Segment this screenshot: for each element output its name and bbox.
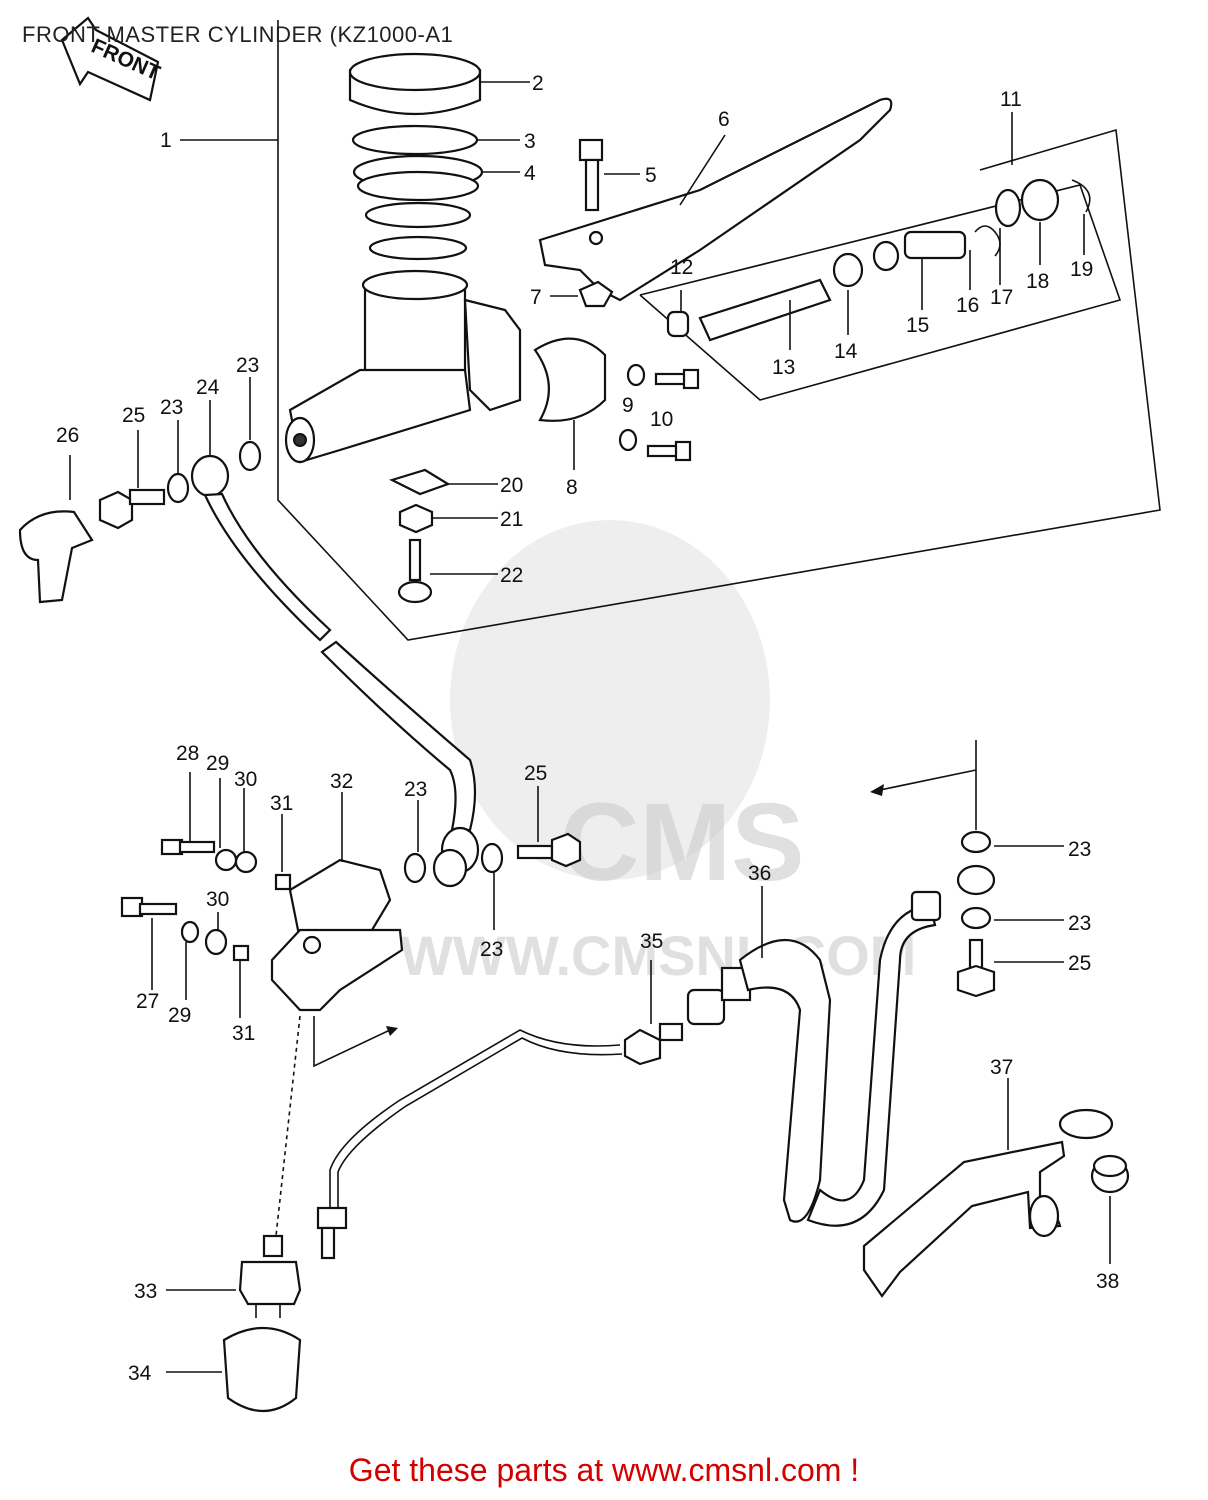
callout-2: 2 — [532, 72, 544, 95]
callout-23e: 23 — [1068, 838, 1091, 861]
callout-31a: 31 — [270, 792, 293, 815]
brake-line-and-hose — [316, 740, 1064, 1260]
callout-8: 8 — [566, 476, 578, 499]
callout-11: 11 — [1000, 88, 1022, 111]
group-box — [277, 20, 1161, 641]
callout-23d: 23 — [480, 938, 503, 961]
callout-25c: 25 — [1068, 952, 1091, 975]
callout-20: 20 — [500, 474, 523, 497]
middle-banjo-fittings — [403, 786, 582, 930]
callout-3: 3 — [524, 130, 536, 153]
callout-13: 13 — [772, 356, 795, 379]
callout-34: 34 — [128, 1362, 152, 1385]
callout-15: 15 — [906, 314, 929, 337]
callout-35: 35 — [640, 930, 663, 953]
part-7-nut — [550, 280, 614, 308]
callout-38: 38 — [1096, 1270, 1119, 1293]
callout-32: 32 — [330, 770, 353, 793]
callout-33: 33 — [134, 1280, 157, 1303]
callout-29a: 29 — [206, 752, 229, 775]
diagram-title: FRONT MASTER CYLINDER (KZ1000-A1 — [22, 22, 454, 47]
parts-27-32-bracket — [120, 772, 404, 1068]
callout-25b: 25 — [524, 762, 547, 785]
callout-12: 12 — [670, 256, 693, 279]
parts-33-34-switch — [166, 1015, 302, 1412]
callout-36: 36 — [748, 862, 771, 885]
footer-link-text[interactable]: Get these parts at www.cmsnl.com ! — [348, 1452, 860, 1488]
callout-1: 1 — [160, 129, 172, 152]
piston-assembly-box — [639, 184, 1122, 401]
callout-21: 21 — [500, 508, 523, 531]
callout-23a: 23 — [236, 354, 259, 377]
callout-4: 4 — [524, 162, 536, 185]
watermark-logo: CMS — [560, 781, 804, 904]
callout-9: 9 — [622, 394, 634, 417]
callout-14: 14 — [834, 340, 858, 363]
callout-24: 24 — [196, 376, 220, 399]
callout-18: 18 — [1026, 270, 1049, 293]
parts-37-38-bracket — [862, 1078, 1130, 1298]
upper-banjo-hose — [18, 377, 480, 874]
callout-27: 27 — [136, 990, 159, 1013]
watermark-url: WWW.CMSNL.COM — [400, 924, 916, 987]
callout-5: 5 — [645, 164, 657, 187]
callout-31b: 31 — [232, 1022, 255, 1045]
parts-20-22-switch-hardware — [389, 468, 498, 604]
callout-37: 37 — [990, 1056, 1013, 1079]
callout-16: 16 — [956, 294, 979, 317]
watermark: CMS WWW.CMSNL.COM — [400, 520, 916, 987]
callout-6: 6 — [718, 108, 730, 131]
callout-30b: 30 — [206, 888, 229, 911]
callout-23b: 23 — [160, 396, 183, 419]
part-9-10-clamp-bolts — [618, 363, 700, 462]
parts-12-19-piston-kit — [666, 178, 1091, 350]
part-3-4-diaphragm — [351, 124, 520, 261]
callout-10: 10 — [650, 408, 673, 431]
callout-23f: 23 — [1068, 912, 1091, 935]
callout-17: 17 — [990, 286, 1013, 309]
callout-29b: 29 — [168, 1004, 191, 1027]
callout-25a: 25 — [122, 404, 145, 427]
callout-19: 19 — [1070, 258, 1093, 281]
callout-7: 7 — [530, 286, 542, 309]
part-5-pivot-bolt — [578, 138, 640, 212]
callout-22: 22 — [500, 564, 523, 587]
callout-23c: 23 — [404, 778, 427, 801]
part-2-reservoir-cap — [348, 52, 530, 116]
part-8-clamp — [533, 337, 607, 470]
callout-30a: 30 — [234, 768, 257, 791]
callout-labels: 1 2 3 4 5 6 7 8 9 10 11 12 13 14 15 16 1… — [56, 72, 1119, 1385]
callout-28: 28 — [176, 742, 199, 765]
callout-26: 26 — [56, 424, 79, 447]
master-cylinder-body — [284, 269, 522, 464]
